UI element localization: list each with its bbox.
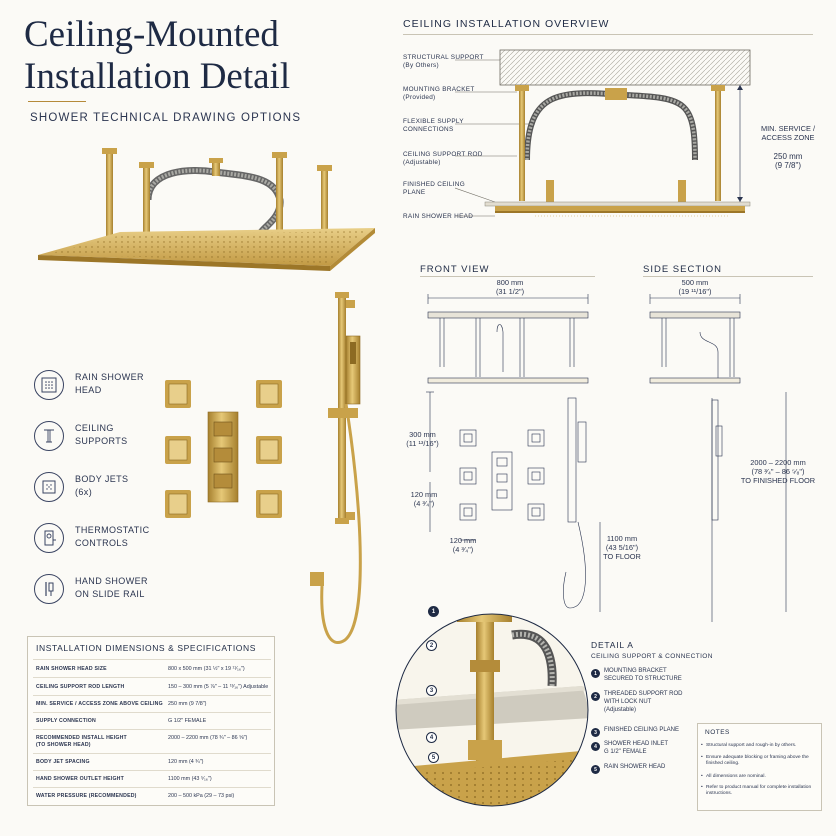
body-jet — [256, 436, 282, 464]
thermostatic-valve — [207, 411, 239, 503]
page-title: Ceiling-Mounted Installation Detail — [24, 14, 291, 97]
title-divider — [28, 101, 86, 102]
legend-item-body-jets: BODY JETS(6x) — [34, 472, 174, 512]
detail-a-subtitle: CEILING SUPPORT & CONNECTION — [591, 653, 713, 660]
notes-box: NOTES Structural support and rough-in by… — [697, 723, 822, 811]
note-item: Ensure adequate blocking or framing abov… — [701, 755, 818, 768]
thermostatic-controls-icon — [34, 523, 64, 553]
ceiling-supports-icon — [34, 421, 64, 451]
callout-5: 5 — [428, 752, 439, 763]
table-row: WATER PRESSURE (RECOMMENDED)200 – 500 kP… — [33, 787, 271, 804]
body-jets-icon — [34, 472, 64, 502]
label-ceiling-support-rod: CEILING SUPPORT ROD(Adjustable) — [403, 151, 483, 166]
body-jet — [256, 490, 282, 518]
rain-shower-head-icon — [34, 370, 64, 400]
jet-horizontal-spacing: 120 mm(4 ³⁄₄") — [449, 536, 477, 554]
overview-divider — [403, 34, 813, 35]
note-item: Structural support and rough-in by other… — [701, 743, 818, 750]
callout-4: 4 — [426, 732, 437, 743]
overview-drawing — [455, 49, 751, 217]
rain-shower-head-render — [38, 148, 375, 271]
side-depth-dimension: 500 mm(19 ¹¹/16") — [678, 278, 712, 296]
front-and-side-drawings — [426, 294, 787, 622]
service-zone-label: MIN. SERVICE /ACCESS ZONE — [760, 124, 816, 142]
callout-3: 3 — [426, 685, 437, 696]
specifications-table: INSTALLATION DIMENSIONS & SPECIFICATIONS… — [27, 636, 275, 806]
jet-height-dimension: 300 mm(11 ¹³/16") — [406, 430, 439, 448]
notes-title: NOTES — [705, 729, 730, 736]
detail-a-title: DETAIL A — [591, 640, 634, 650]
callout-2: 2 — [426, 640, 437, 651]
table-row: RECOMMENDED INSTALL HEIGHT(TO SHOWER HEA… — [33, 729, 271, 753]
body-jet — [165, 380, 191, 408]
table-row: MIN. SERVICE / ACCESS ZONE ABOVE CEILING… — [33, 695, 271, 712]
body-jet — [165, 436, 191, 464]
body-jets-and-hand-shower-render — [165, 292, 362, 644]
jet-vertical-spacing: 120 mm(4 ³⁄₄") — [410, 490, 438, 508]
hand-shower-icon — [34, 574, 64, 604]
specifications-title: INSTALLATION DIMENSIONS & SPECIFICATIONS — [36, 643, 257, 653]
page-subtitle: SHOWER TECHNICAL DRAWING OPTIONS — [30, 112, 302, 124]
side-section-title: SIDE SECTION — [643, 264, 723, 275]
body-jet — [256, 380, 282, 408]
overview-title: CEILING INSTALLATION OVERVIEW — [403, 18, 610, 30]
label-mounting-bracket: MOUNTING BRACKET(Provided) — [403, 86, 475, 101]
front-view-title: FRONT VIEW — [420, 264, 490, 275]
service-zone-dimension: 250 mm(9 7/8") — [773, 152, 803, 170]
install-height-dimension: 2000 – 2200 mm(78 ³⁄₄" – 86 ⁵⁄₈")TO FINI… — [740, 458, 816, 485]
note-item: Refer to product manual for complete ins… — [701, 785, 818, 798]
detail-a-circle — [395, 613, 589, 807]
hand-shower-height: 1100 mm(43 5/16")TO FLOOR — [603, 534, 641, 561]
label-rain-shower-head: RAIN SHOWER HEAD — [403, 213, 474, 220]
front-width-dimension: 800 mm(31 1/2") — [495, 278, 525, 296]
body-jet — [165, 490, 191, 518]
note-item: All dimensions are nominal. — [701, 774, 818, 781]
callout-1: 1 — [428, 606, 439, 617]
label-structural-support: STRUCTURAL SUPPORT(By Others) — [403, 54, 484, 69]
